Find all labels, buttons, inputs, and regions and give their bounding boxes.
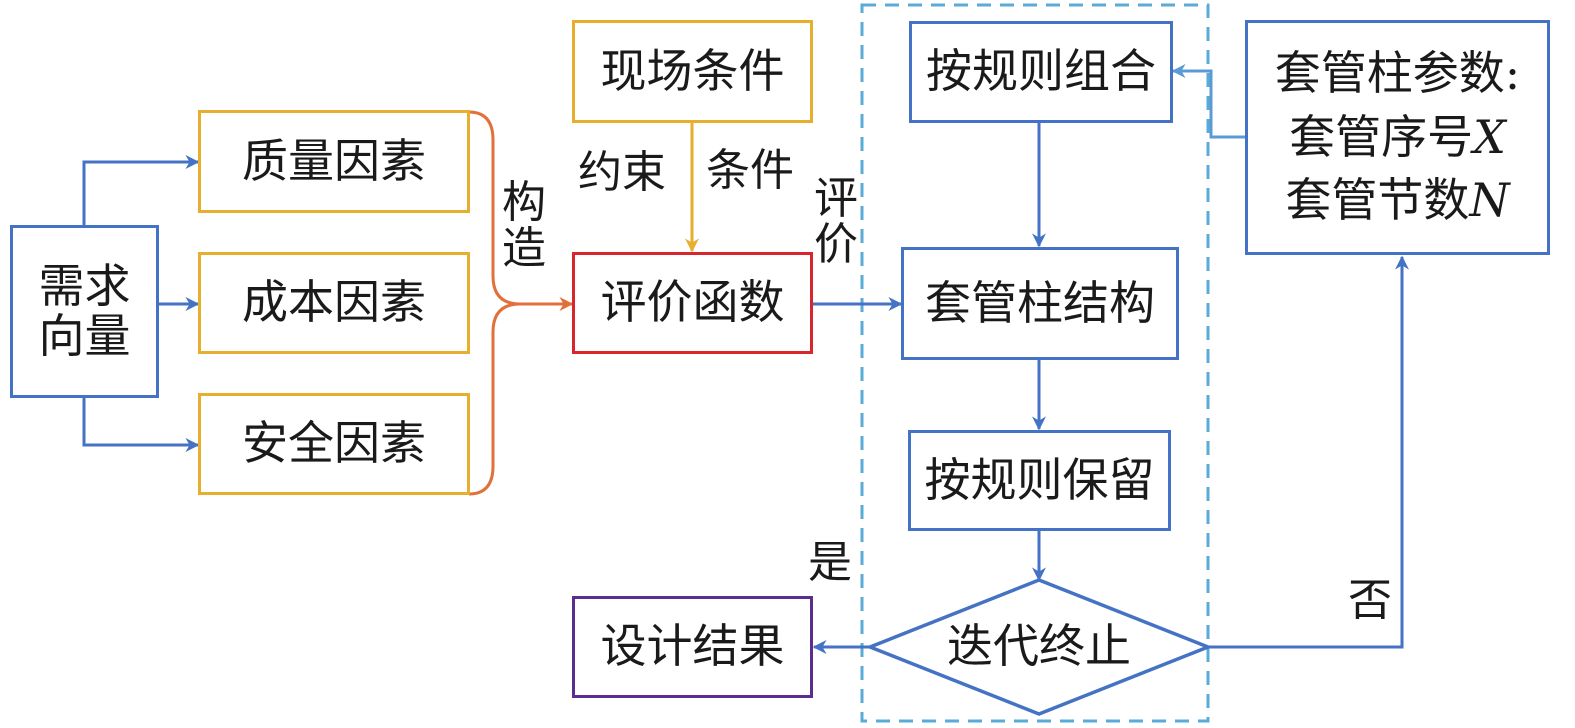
- no-edge-label: 否: [1348, 575, 1392, 626]
- iteration-region-dashed-border: [860, 3, 1210, 723]
- arrow-params-to-combine: [1171, 64, 1245, 139]
- construct-edge-label: 构造: [502, 177, 546, 275]
- cost-factor-label: 成本因素: [242, 275, 426, 330]
- retain-by-rule-node: 按规则保留: [908, 430, 1171, 531]
- quality-factor-node: 质量因素: [198, 110, 470, 213]
- casing-params-node: 套管柱参数: 套管序号X 套管节数N: [1245, 20, 1550, 255]
- evaluation-function-node: 评价函数: [572, 252, 813, 354]
- quality-factor-label: 质量因素: [242, 133, 426, 188]
- safety-factor-label: 安全因素: [242, 416, 426, 471]
- casing-string-structure-label: 套管柱结构: [925, 275, 1155, 330]
- arrow-demand-to-quality: [82, 155, 200, 225]
- demand-vector-node: 需求 向量: [10, 225, 159, 398]
- safety-factor-node: 安全因素: [198, 393, 470, 495]
- design-result-label: 设计结果: [600, 619, 785, 674]
- evaluate-edge-label: 评价: [814, 173, 858, 271]
- arrow-no-to-params: [1208, 255, 1409, 649]
- demand-vector-line2: 向量: [38, 308, 131, 363]
- site-conditions-node: 现场条件: [572, 20, 813, 123]
- evaluation-function-label: 评价函数: [600, 275, 785, 330]
- casing-index-label: 套管序号: [1289, 109, 1474, 164]
- casing-joints-label: 套管节数: [1285, 173, 1470, 228]
- iteration-stop-node: 迭代终止: [900, 600, 1178, 694]
- casing-params-line3: 套管节数N: [1285, 169, 1509, 232]
- cost-factor-node: 成本因素: [198, 252, 470, 354]
- combine-by-rule-node: 按规则组合: [909, 21, 1173, 123]
- arrow-demand-to-safety: [82, 397, 200, 452]
- retain-by-rule-label: 按规则保留: [924, 452, 1155, 507]
- yes-edge-label: 是: [808, 537, 852, 588]
- site-conditions-label: 现场条件: [600, 43, 785, 98]
- casing-joints-var: N: [1469, 173, 1510, 228]
- casing-string-structure-node: 套管柱结构: [901, 247, 1179, 360]
- combine-by-rule-label: 按规则组合: [926, 44, 1156, 99]
- casing-index-var: X: [1473, 109, 1506, 164]
- brace-factors-to-evaluation: [468, 110, 521, 496]
- design-result-node: 设计结果: [572, 596, 813, 698]
- casing-params-line2: 套管序号X: [1289, 106, 1506, 169]
- constraint-right-label: 条件: [706, 145, 794, 196]
- decision-diamond: [865, 578, 1213, 716]
- constraint-left-label: 约束: [578, 147, 666, 198]
- demand-vector-line1: 需求: [38, 258, 131, 313]
- casing-params-title: 套管柱参数:: [1274, 46, 1521, 101]
- iteration-stop-label: 迭代终止: [947, 619, 1131, 674]
